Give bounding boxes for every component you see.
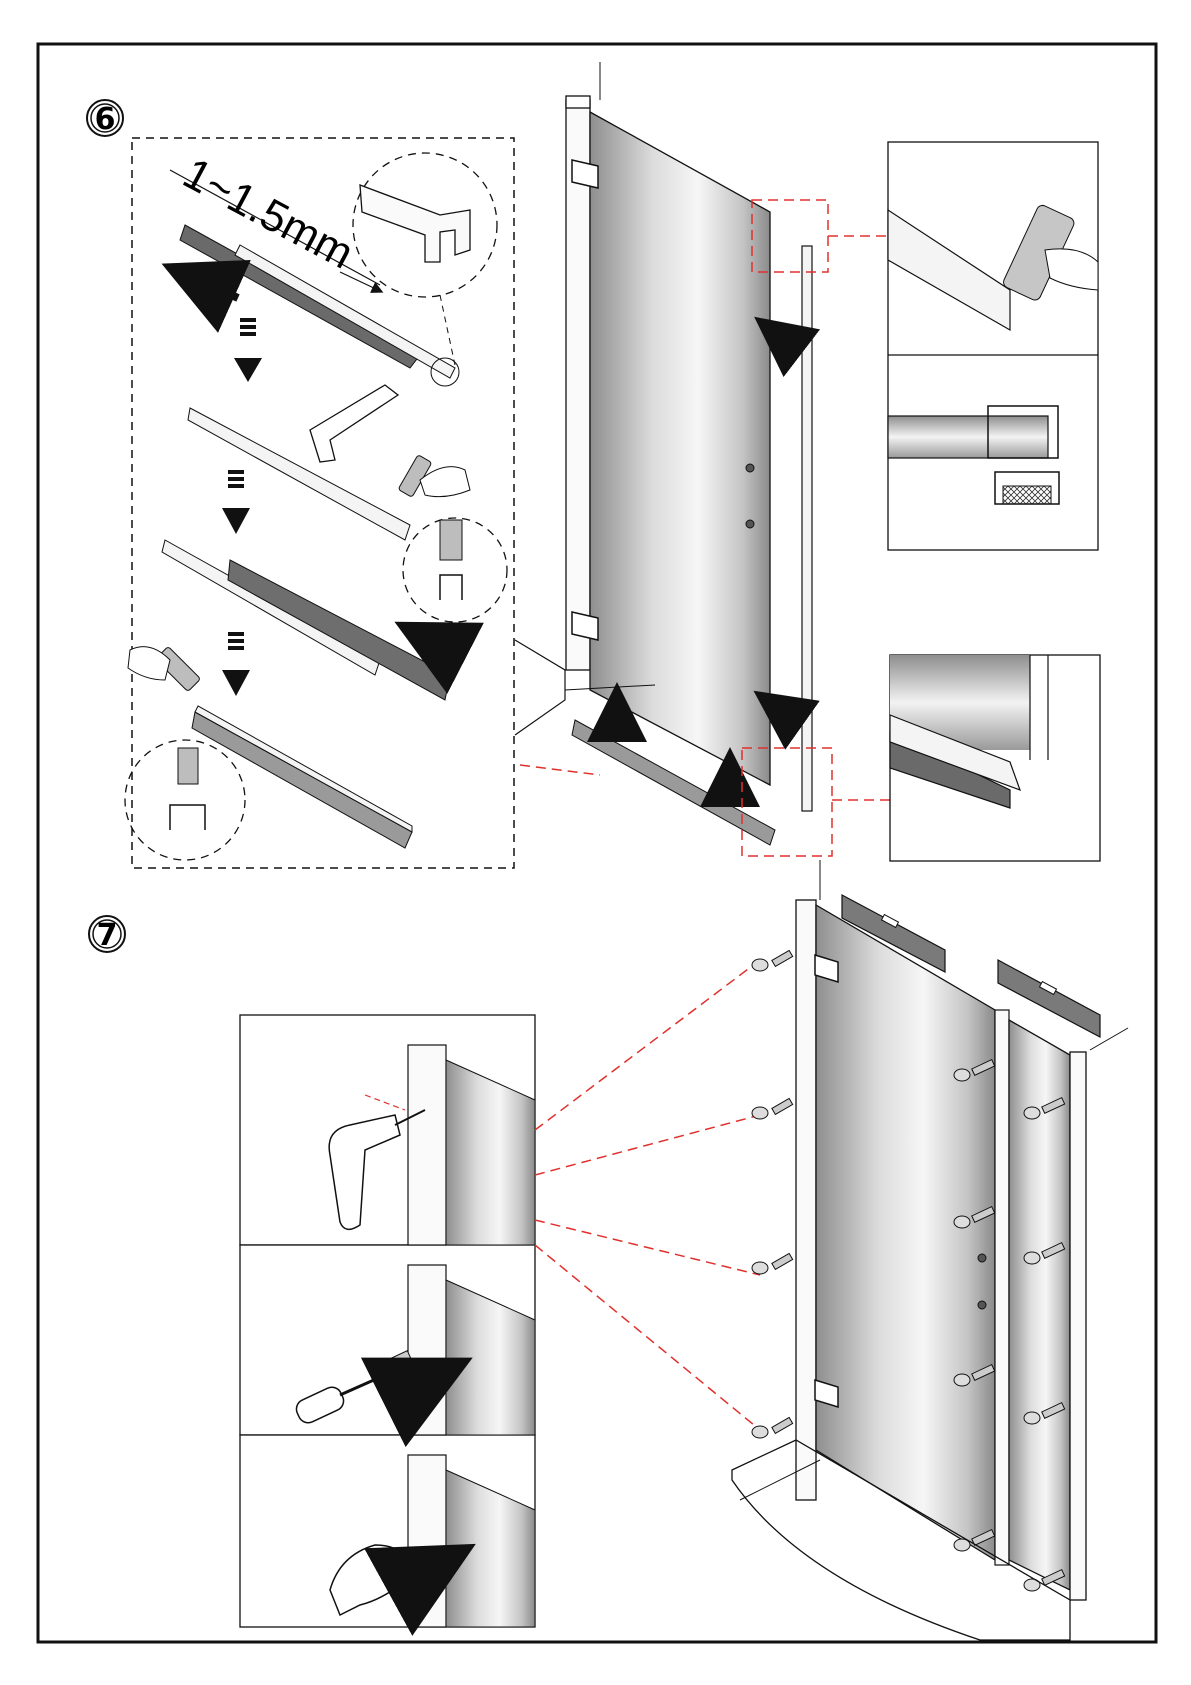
wall-plug-icon [752,959,768,971]
silicone-gun-icon [398,455,470,498]
step-6-label: 6 [95,102,116,137]
down-arrow-2-head [222,508,250,534]
shower-tray-edge [515,640,565,735]
screw-left-4 [772,1417,793,1433]
step-6-badge: 6 [87,100,123,137]
down-arrow-3-bar-3 [228,646,244,650]
down-arrow-1-head [234,358,262,382]
seal-detail-tube [178,748,198,784]
seal-strip-insert [228,560,450,700]
screw-icon [752,1098,793,1119]
seal-strip-stage-4 [125,646,412,860]
handle-hole-7b [978,1301,986,1309]
step-7-assembly [732,860,1128,1640]
screw-icon [752,950,793,971]
insert-arrow [430,640,465,658]
wall-profile-cap [566,96,590,108]
down-arrow-2-bar-2 [228,477,244,481]
down-arrow-1-bar-3 [240,332,256,336]
arrow-icon [234,318,262,382]
step-7-panels [240,1015,535,1627]
down-arrow-2-bar-3 [228,484,244,488]
down-arrow-1-bar-2 [240,325,256,329]
glass-section [888,416,1048,458]
silicone-gun-icon [128,646,201,691]
wall-profile-p3 [408,1455,446,1627]
step-7-badge: 7 [89,916,125,953]
profile-strip-3 [162,540,380,675]
strip-leader-line [520,765,600,775]
clip-part [310,385,398,462]
screw-left-2 [772,1098,793,1114]
screw-left-3 [772,1253,793,1269]
down-arrow-2-bar-1 [228,470,244,474]
slide-out-arrow [198,280,238,298]
step-7-leader-lines [535,960,760,1430]
wall-plug-icon [954,1374,970,1386]
down-arrow-3-head [222,670,250,696]
wall-profile-right [1070,1052,1086,1600]
down-arrow-1-bar-1 [240,318,256,322]
seal-mesh [1003,486,1051,504]
nozzle-detail-channel [440,575,462,600]
detail-panel-bottom [890,655,1100,861]
wall-profile-left [796,900,816,1500]
wall-plug-icon [752,1262,768,1274]
profile-strip-2 [188,408,410,540]
step-6-door-assembly [515,62,812,845]
wall-plug-icon [954,1069,970,1081]
wall-plug-icon [954,1216,970,1228]
leader-screw-2 [535,1115,760,1175]
middle-profile [995,1010,1009,1565]
wall-plug-icon [752,1107,768,1119]
down-arrow-3-bar-2 [228,639,244,643]
down-arrow-3-bar-1 [228,632,244,636]
wall-plug-icon [1024,1252,1040,1264]
detail-panel-top-frame [888,142,1098,550]
handle-hole-7a [978,1254,986,1262]
handle-hole-1 [746,464,754,472]
detail-panel-top [888,142,1098,550]
wall-profile-p2 [408,1265,446,1435]
seal-strip-stage-3 [162,540,465,700]
profile-strip-4-top [195,706,412,832]
wall-plug-icon [1024,1412,1040,1424]
arrow-icon [222,632,250,696]
leader-screw-3 [535,1220,760,1275]
leader-screw-4 [535,1245,760,1430]
main-glass-panel [816,905,995,1560]
wall-profile-p1 [408,1045,446,1245]
handle-hole-2 [746,520,754,528]
vertical-seal-strip [802,246,812,811]
leader-screw-1 [535,960,760,1130]
door-glass [590,112,770,785]
vertical-seal-arrow-top [778,335,795,348]
callout-connector [440,295,455,365]
profile-section [360,185,470,262]
screw-left-1 [772,950,793,966]
gap-dimension-text: 1~1.5mm [175,149,361,279]
wall-plug-icon [752,1426,768,1438]
profile-strip-4 [192,712,412,848]
down-arrows [222,318,262,696]
vertical-seal-arrow-bottom [778,708,795,720]
wall-plug-icon [1024,1107,1040,1119]
screw-icon [752,1417,793,1438]
screw-icon [752,1253,793,1274]
seal-detail-channel [170,805,205,830]
step-7-label: 7 [97,918,118,953]
nozzle-detail-tube [440,520,462,560]
arrow-icon [222,470,250,534]
